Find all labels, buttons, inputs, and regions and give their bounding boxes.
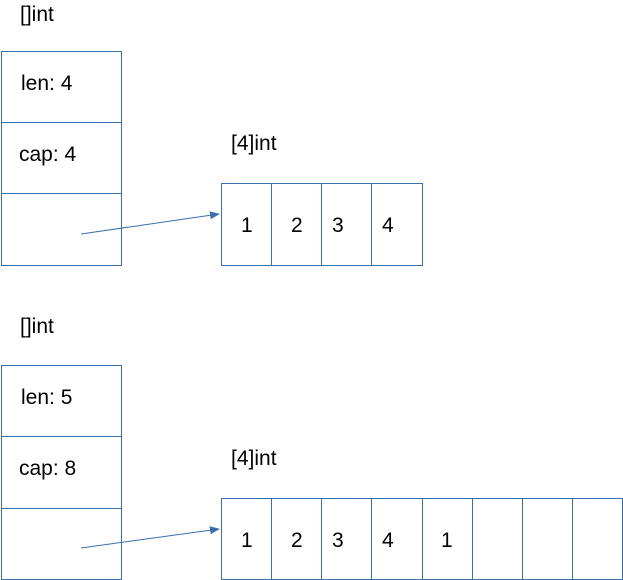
top-array-cell: 2 [271,183,322,266]
bottom-array-cell [522,498,573,580]
bottom-slice-cap-text: cap: 8 [19,457,77,480]
bottom-array-type-label: [4]int [231,447,277,470]
bottom-array-cell-value: 1 [441,529,453,552]
bottom-array-cell: 2 [271,498,322,580]
bottom-array-cell: 4 [371,498,423,580]
top-array-cell: 3 [321,183,372,266]
top-pointer-arrow [80,211,220,235]
top-array-type-label: [4]int [231,132,277,155]
top-slice-type-label: []int [20,3,54,26]
top-slice-cap-text: cap: 4 [19,143,77,166]
bottom-array-cell: 1 [422,498,473,580]
bottom-slice-ptr-box [1,508,122,580]
bottom-slice-len-text: len: 5 [21,386,73,409]
bottom-slice-type-label: []int [20,315,54,338]
bottom-array-cell-value: 2 [291,529,303,552]
top-slice-ptr-box [1,193,122,266]
bottom-array-cell-value: 4 [382,529,394,552]
bottom-array-cell-value: 3 [332,529,344,552]
bottom-array-cell-value: 1 [241,529,253,552]
top-array-cell-value: 3 [332,214,344,237]
top-array-cell-value: 2 [291,214,303,237]
bottom-slice-len-box: len: 5 [1,365,122,437]
bottom-array-cell: 3 [321,498,372,580]
bottom-slice-cap-box: cap: 8 [1,436,122,509]
top-slice-cap-box: cap: 4 [1,122,122,194]
bottom-array-cell [472,498,523,580]
top-array-cell-value: 1 [241,214,253,237]
bottom-array-cell: 1 [221,498,272,580]
top-array-cell-value: 4 [382,214,394,237]
bottom-pointer-arrow [80,526,220,549]
top-array-cell: 4 [371,183,423,266]
top-slice-len-text: len: 4 [21,72,73,95]
